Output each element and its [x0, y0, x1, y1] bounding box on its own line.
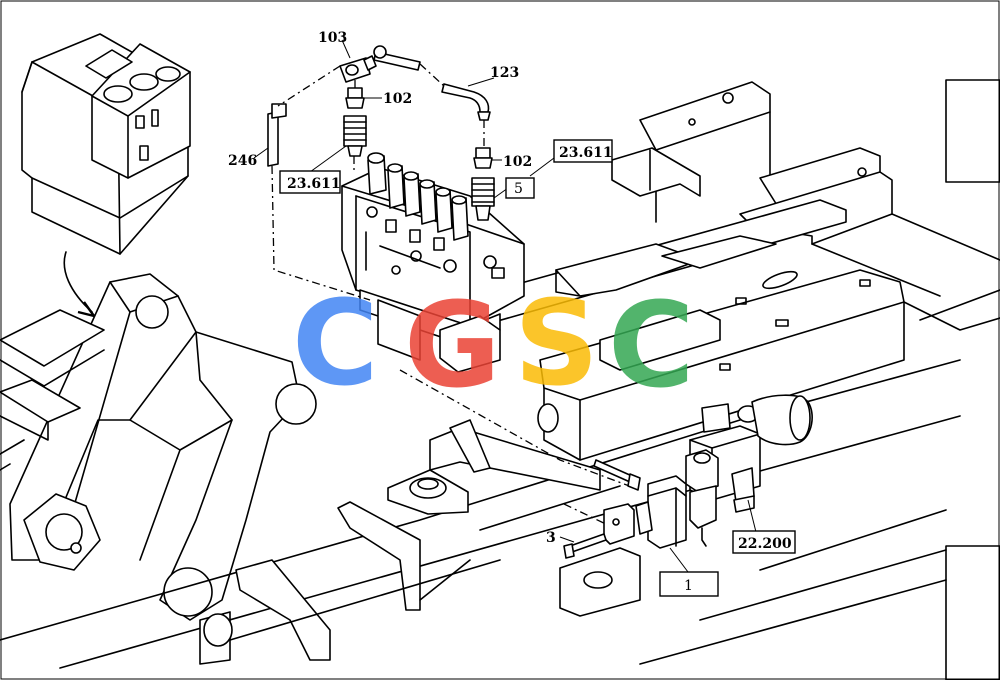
valve-102-left: [343, 87, 367, 157]
callout-23611-left: 23.611: [287, 176, 341, 192]
callout-102-left: 102: [383, 91, 412, 107]
callout-labels: 103 123 102 102 246 23.611 23.611 5 3 22…: [228, 30, 796, 597]
machine-overview-inset: [21, 33, 191, 318]
left-support-frame: [0, 273, 317, 621]
callout-3: 3: [546, 530, 556, 546]
callout-box-23611-right: [553, 139, 613, 163]
line-123: [373, 45, 491, 121]
right-tab-upper: [945, 79, 1000, 183]
fitting-103: [339, 55, 377, 83]
valve-102-right: [471, 147, 495, 221]
callout-23611-right: 23.611: [559, 145, 613, 161]
callout-5: 5: [514, 181, 523, 197]
callout-102-right: 102: [503, 154, 532, 170]
cgsc-watermark: C G S C: [292, 274, 695, 414]
callout-box-22200: [732, 530, 796, 554]
watermark-letter-1: C: [292, 274, 379, 412]
pump-elements: [367, 152, 469, 241]
chassis-frame: [0, 81, 1000, 669]
callout-246: 246: [228, 153, 257, 169]
leader-lines: [253, 39, 757, 573]
callout-box-1: [659, 571, 719, 597]
watermark-letter-2: G: [404, 276, 501, 414]
callout-103: 103: [318, 30, 347, 46]
solenoid-valve-block: [603, 394, 813, 549]
bolt-mid: [593, 459, 641, 491]
injection-pump: [341, 167, 525, 373]
right-tab-lower: [945, 545, 1000, 680]
callout-1: 1: [684, 578, 693, 594]
bolt-3: [563, 533, 607, 559]
callout-box-23611-left: [279, 170, 341, 194]
routing-lines: [271, 63, 641, 527]
watermark-letter-4: C: [608, 276, 695, 414]
callout-22200: 22.200: [738, 536, 792, 552]
lower-brackets: [199, 419, 641, 665]
callout-box-5: [505, 177, 535, 199]
watermark-letter-3: S: [514, 274, 599, 412]
callout-123: 123: [490, 65, 519, 81]
fitting-246: [267, 103, 287, 167]
